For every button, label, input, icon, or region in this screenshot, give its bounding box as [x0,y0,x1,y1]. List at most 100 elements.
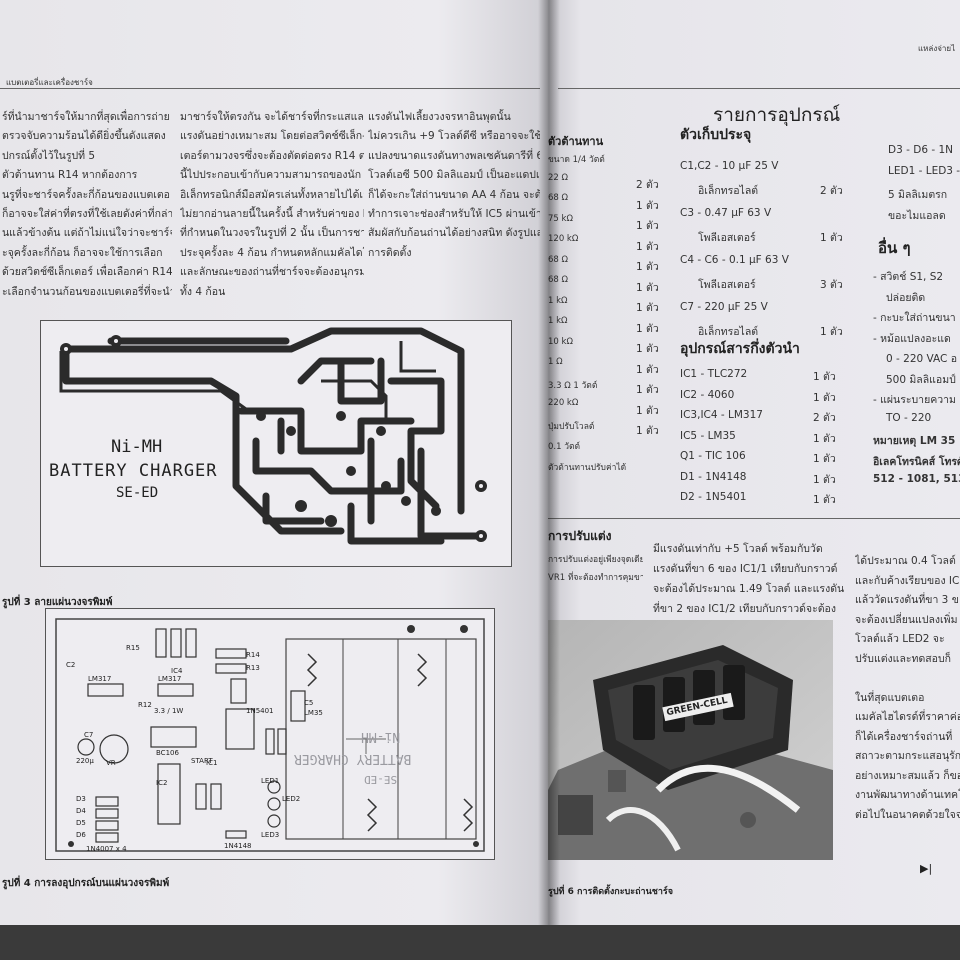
component-label: IC1 [206,759,218,767]
resistor-qty-line: 1 ตัว [636,240,659,253]
resistor-qty-line: 1 ตัว [636,199,659,212]
col1-line: ะจุครั้งละกี่ก้อน ก็อาจจะใช้การเลือก [2,246,163,259]
capacitor-name: C1,C2 - 10 µF 25 V [680,160,779,172]
resistor-line: ปุ่มปรับโวลต์ [548,421,595,432]
adjust3-line: และกับค้างเรียบของ IC [855,574,960,587]
pcb-artwork-figure: Ni-MH BATTERY CHARGER SE-ED [40,320,512,567]
adjust1-line: VR1 ที่จะต้องทำการคุมขาของ IC3 [548,573,643,583]
pcb-label-se-ed: SE-ED [116,485,159,501]
col1-line: นแล้วข้างต้น แต่ถ้าไม่แน่ใจว่าจะชาร์จ [2,227,172,240]
component-label: D4 [76,807,86,815]
semiconductor-qty: 2 ตัว [813,412,836,424]
resistor-qty-line: 1 ตัว [636,363,659,376]
adjust2-line: จะต้องได้ประมาณ 1.49 โวลต์ และแรงดัน [653,583,845,595]
resistor-line: 0.1 วัตต์ [548,442,581,452]
other-line: - แผ่นระบายความ [873,394,956,406]
photo-graphic [548,620,833,860]
resistor-line: 120 kΩ [548,234,579,244]
resistor-line: 75 kΩ [548,213,573,224]
component-layout-graphic [55,618,485,852]
running-head-left: แบตเตอรี่และเครื่องชาร์จ [6,78,93,87]
semiconductor-qty: 1 ตัว [813,432,836,445]
resistor-line: 68 Ω [548,254,569,265]
end-of-article-mark: ▶| [920,862,933,875]
other-line: 500 มิลลิแอมป์ [886,373,956,386]
component-label: 1N4007 x 4 [86,845,127,853]
photo-caption: รูปที่ 6 การติดตั้งกะบะถ่านชาร์จ [548,887,674,897]
component-label: LM35 [304,709,323,717]
ghost-label-se-ed: SE-ED [364,773,398,786]
adjustment-heading: การปรับแต่ง [548,529,612,543]
resistor-line: 1 kΩ [548,295,568,306]
semiconductor-name: D2 - 1N5401 [680,491,747,503]
component-label: D3 [76,795,86,803]
section-rule [548,518,960,519]
adjust3-line: ได้ประมาณ 0.4 โวลต์ [855,555,956,567]
col3-line: แรงดันไฟเลี้ยงวงจรหาอินพุตนั้น [368,111,511,123]
semiconductor-name: IC5 - LM35 [680,429,736,442]
semiconductor-qty: 1 ตัว [813,371,836,383]
resistor-qty-line: 1 ตัว [636,281,659,294]
resistor-line: ตัวต้านทานปรับค่าได้ [548,462,627,473]
semiconductor-name: IC1 - TLC272 [680,368,748,380]
col3-line: ไม่ควรเกิน +9 โวลต์ดีซี หรืออาจจะใช้หม้อ [368,130,540,143]
component-label: R15 [126,644,140,652]
resistor-line: 1 Ω [548,357,563,367]
resistor-qty-line: 2 ตัว [636,179,659,191]
col2-line: ประจุครั้งละ 4 ก้อน กำหนดหลักแมคัลไดโอด์ [180,246,364,259]
col1-line: ด้วยสวิตช์ซีเล็กเตอร์ เพื่อเลือกค่า R14 [2,266,172,279]
component-label: 220µ [76,757,94,765]
capacitor-type: โพลีเอสเตอร์ [698,279,756,291]
component-label: LED2 [282,795,301,803]
col2-line: ที่กำหนดในวงจรในรูปที่ 2 นั้น เป็นการชาร… [180,227,364,240]
col1-line: ตรวจจับความร้อนได้ดียิ่งขึ้นดังแสดง [2,130,166,143]
component-label: 1N4148 [224,842,252,850]
component-label: C7 [84,731,94,739]
component-label: C2 [66,661,76,669]
installation-photo: GREEN-CELL [548,620,833,860]
other-line: - กะบะใส่ถ่านขนา [873,312,956,324]
resistor-qty-line: 1 ตัว [636,343,659,355]
col2-line: และลักษณะของถ่านที่ชาร์จจะต้องอนุกรมกัน [180,266,364,279]
adjust3-line: แล้ววัดแรงดันที่ขา 3 ข [855,594,959,606]
semiconductor-name: D1 - 1N4148 [680,470,747,483]
semiconductor-qty: 1 ตัว [813,391,836,404]
other-heading: อื่น ๆ [878,239,911,257]
ghost-label-nimh: Ni-MH [361,729,401,744]
adjust3-line: โวลต์แล้ว LED2 จะ [855,633,945,645]
component-label: LM317 [158,675,182,683]
pcb-label-nimh: Ni-MH [111,437,163,457]
resistor-line: 220 kΩ [548,398,579,408]
resistor-qty-line: 1 ตัว [636,261,659,273]
other-line: - สวิตช์ S1, S2 [873,271,944,283]
col3-line: ก็ได้จะกะใส่ถ่านขนาด AA 4 ก้อน จะต้อง [368,188,540,201]
component-label: START [191,757,213,765]
resistor-qty-line: 1 ตัว [636,302,659,314]
component-label: D6 [76,831,86,839]
resistor-line: 1 kΩ [548,316,568,326]
col1-line: ปกรณ์ตั้งไว้ในรูปที่ 5 [2,149,96,162]
component-label: R14 [246,651,260,659]
capacitor-name: C7 - 220 µF 25 V [680,301,768,313]
ghost-label-battery-charger: BATTERY CHARGER [294,751,412,766]
adjust3-line: งานพัฒนาทางด้านเทคโนโล [855,789,960,801]
pcb-traces-graphic [59,327,487,545]
component-label: LM317 [88,675,112,683]
adjust2-line: แรงดันที่ขา 6 ของ IC1/1 เทียบกับกราวด์ [653,563,838,575]
other-line: TO - 220 [886,411,932,424]
resistor-line: ขนาด 1/4 วัตต์ [548,155,605,165]
other-line: 512 - 1081, 513 - [873,473,960,485]
adjust2-line: ที่ขา 2 ของ IC1/2 เทียบกับกราวด์จะต้อง [653,603,836,615]
other-line: อิเลคโทรนิคส์ โทรศั [873,455,960,468]
component-label: IC4 [171,667,183,675]
col1-line: ร์ที่นำมาชาร์จให้มากที่สุดเพื่อการถ่าย [2,111,170,123]
component-label: VR [106,759,116,767]
semiconductor-qty: 1 ตัว [813,473,836,486]
capacitor-qty: 2 ตัว [820,185,843,197]
adjust3-line: ปรับแต่งและทดสอบก็ [855,652,952,665]
resistor-qty-line: 1 ตัว [636,384,659,396]
adjust3-line: ก็ได้เครื่องชาร์จถ่านที่ [855,730,953,743]
col2-line: มาชาร์จให้ตรงกัน จะได้ชาร์จที่กระแสและ [180,111,364,123]
capacitor-type: อิเล็กทรอไลต์ [698,185,759,197]
